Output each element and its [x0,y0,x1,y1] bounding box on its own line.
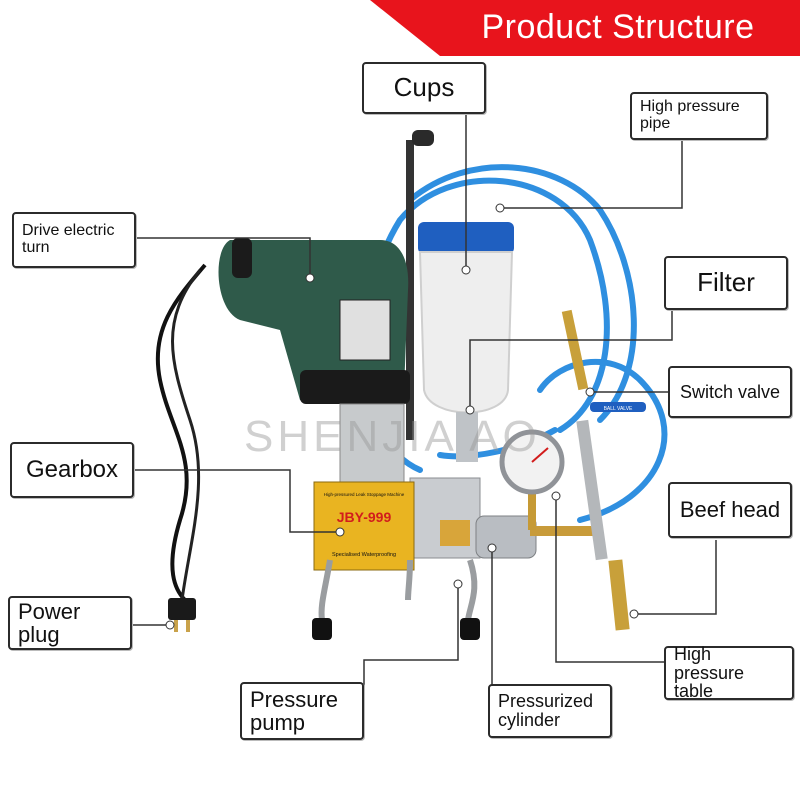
label-beef-head: Beef head [668,482,792,538]
banner-shape [370,0,800,56]
nameplate-model: JBY-999 [337,509,392,525]
label-power-plug: Power plug [8,596,132,650]
banner-title: Product Structure [481,8,755,46]
nameplate: JBY-999 High-pressured Leak Stoppage Mac… [313,481,415,571]
leader-lines [132,112,717,695]
power-cord [155,263,207,602]
pressure-gauge-icon [499,429,565,530]
cup-icon [418,222,514,462]
label-pressurized-cylinder: Pressurized cylinder [488,684,612,738]
label-pressure-pump: Pressure pump [240,682,364,740]
leader-dots [165,203,639,630]
label-high-pressure-pipe: High pressure pipe [630,92,768,140]
nameplate-title: High-pressured Leak Stoppage Machine [324,492,405,497]
valve-tag: BALL VALVE [604,406,633,412]
switch-valve-icon: BALL VALVE [590,402,646,412]
nameplate-footer: Specialised Waterproofing [332,552,396,558]
power-plug-icon [168,598,196,620]
label-gearbox: Gearbox [10,442,134,498]
title-banner [370,0,800,56]
pressurized-cylinder [475,515,537,559]
filter-rod-icon [561,309,630,631]
label-switch-valve: Switch valve [668,366,792,418]
handle-rod [406,140,414,440]
legs [318,559,478,621]
label-cups: Cups [362,62,486,114]
label-drive-electric-turn: Drive electric turn [12,212,136,268]
drill-icon [218,238,410,485]
label-high-pressure-table: High pressure table [664,644,794,701]
label-filter: Filter [664,256,788,310]
watermark: SHENJIA AO [244,412,541,461]
